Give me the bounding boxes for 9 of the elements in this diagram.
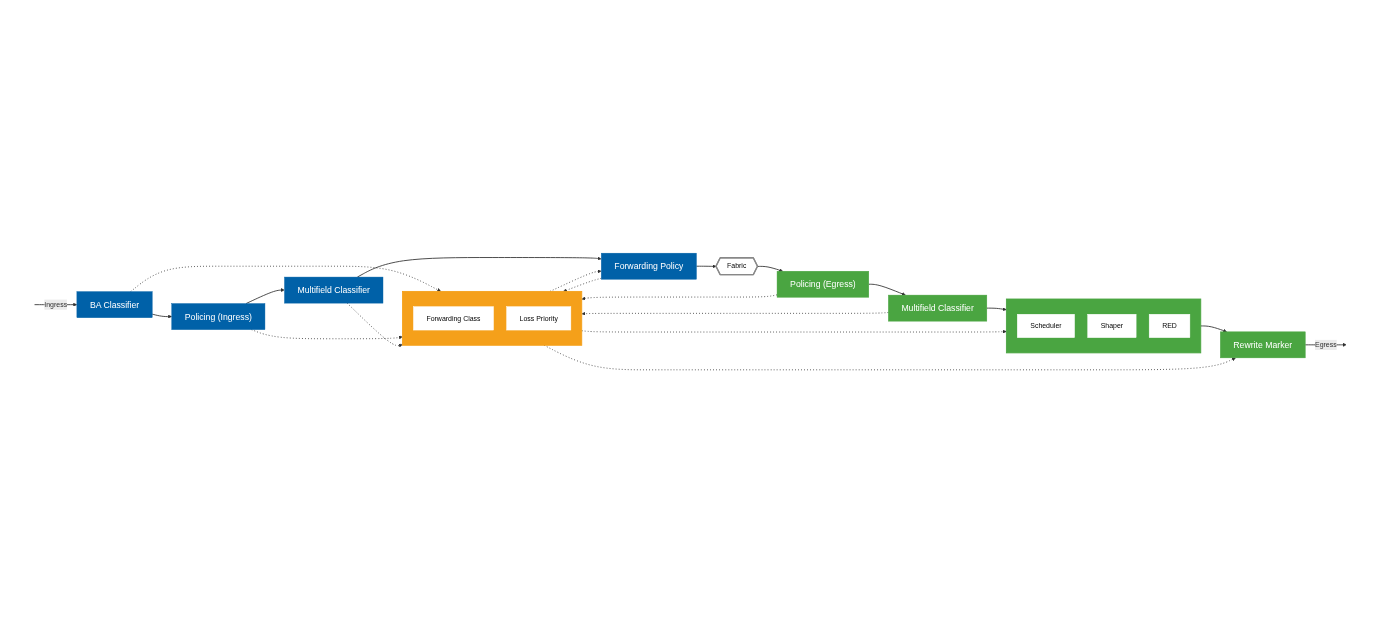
node-box: Policing (Egress) <box>776 271 869 298</box>
node-box: Policing (Ingress) <box>171 303 266 330</box>
node-box: Forwarding Policy <box>601 252 697 280</box>
node-box: BA Classifier <box>76 291 153 318</box>
node-box: Rewrite Marker <box>1220 331 1306 359</box>
node-box: Multifield Classifier <box>284 276 384 304</box>
cluster <box>1005 298 1202 354</box>
node-box: Multifield Classifier <box>888 294 988 322</box>
cluster <box>402 290 583 346</box>
